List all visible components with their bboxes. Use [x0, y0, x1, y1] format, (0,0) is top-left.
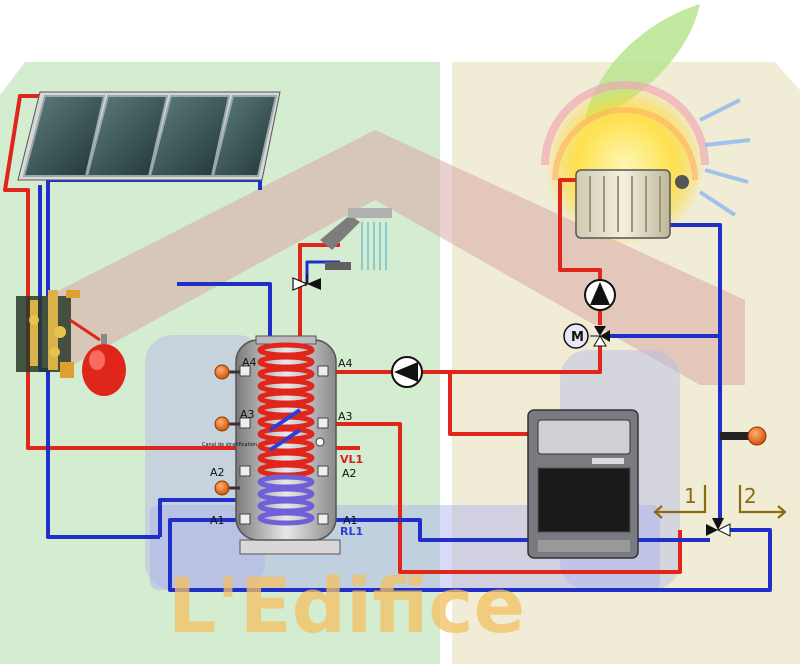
label-mode-1: 1 [684, 484, 697, 508]
house-roof [40, 130, 745, 385]
label-canal-stratification: Canal de stratification [202, 442, 257, 448]
radiator-icon [575, 169, 689, 239]
label-a1-right: A1 [343, 514, 358, 527]
watermark: L'Edifice [168, 561, 525, 650]
label-motor: M [571, 330, 584, 345]
label-a3-left: A3 [240, 408, 255, 421]
label-a4-left: A4 [242, 356, 257, 369]
pump-icon [391, 356, 423, 388]
blue-blob-left [145, 335, 265, 590]
three-way-valve-icon [706, 518, 731, 537]
label-rl1: RL1 [340, 525, 363, 538]
boiler-icon [527, 409, 639, 559]
label-a3-right: A3 [338, 410, 353, 423]
three-way-valve-icon [292, 274, 321, 291]
three-way-valve-icon [563, 323, 610, 349]
label-a2-right: A2 [342, 467, 357, 480]
label-a4-right: A4 [338, 357, 353, 370]
expansion-vessel-icon [82, 334, 126, 396]
label-a2-left: A2 [210, 466, 225, 479]
port-labels: A4 A4 A3 A3 A2 A2 A1 A1 VL1 RL1 Canal de… [202, 330, 757, 538]
solar-panel-icon [17, 91, 281, 181]
label-vl1: VL1 [340, 453, 363, 466]
label-a1-left: A1 [210, 514, 225, 527]
pump-icon [584, 279, 616, 311]
mode-arrows [653, 485, 787, 519]
background [0, 62, 800, 664]
label-mode-2: 2 [744, 484, 757, 508]
temperature-sensor-icon [214, 364, 767, 496]
solar-station-icon [16, 290, 101, 378]
storage-tank [235, 335, 341, 555]
shower-icon [320, 208, 392, 270]
motor-icon [563, 323, 589, 349]
watermark-text: L'Edifice [168, 561, 525, 650]
